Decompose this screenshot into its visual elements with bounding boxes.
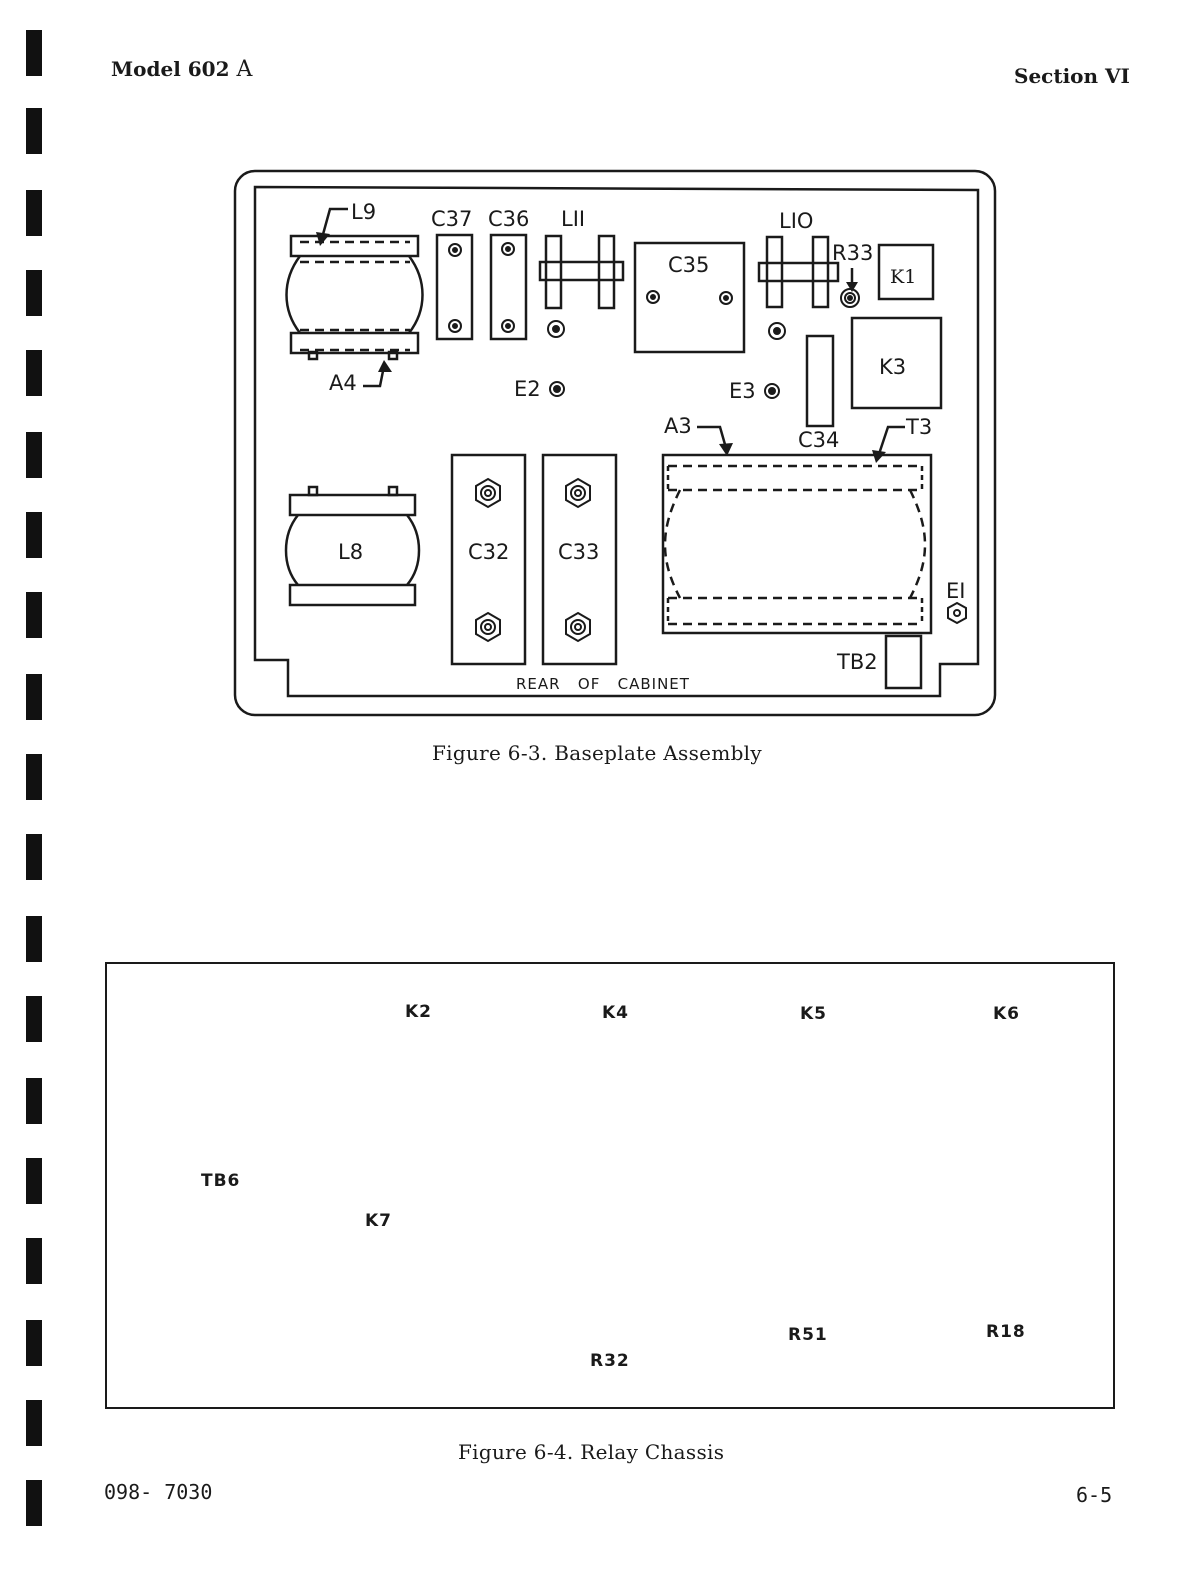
figure-6-3-caption: Figure 6-3. Baseplate Assembly bbox=[432, 741, 762, 765]
capacitor-c36 bbox=[489, 233, 528, 341]
choke-l9 bbox=[285, 234, 424, 361]
relay-k3 bbox=[850, 316, 943, 410]
binding-mark bbox=[26, 1480, 42, 1526]
label-l8: L8 bbox=[338, 540, 363, 564]
arrow-heads bbox=[316, 232, 886, 463]
binding-mark bbox=[26, 996, 42, 1042]
label-l9: L9 bbox=[351, 200, 376, 224]
screw-terminals bbox=[448, 242, 967, 643]
figure-6-4-caption: Figure 6-4. Relay Chassis bbox=[458, 1440, 725, 1464]
binding-mark bbox=[26, 1400, 42, 1446]
model-heading: Model 602 A bbox=[111, 57, 252, 82]
binding-mark bbox=[26, 1078, 42, 1124]
binding-mark bbox=[26, 108, 42, 154]
capacitor-c35 bbox=[633, 241, 746, 354]
binding-mark bbox=[26, 432, 42, 478]
baseplate-frame-outer bbox=[233, 169, 997, 717]
section-heading: Section VI bbox=[1014, 64, 1130, 88]
label-tb6: TB6 bbox=[201, 1171, 240, 1191]
inductor-l11 bbox=[538, 234, 625, 310]
binding-mark bbox=[26, 350, 42, 396]
document-number: 098- 7030 bbox=[104, 1480, 213, 1504]
binding-mark bbox=[26, 190, 42, 236]
label-k3: K3 bbox=[879, 355, 906, 379]
label-a4: A4 bbox=[329, 371, 357, 395]
label-e3: E3 bbox=[729, 379, 756, 403]
binding-mark bbox=[26, 916, 42, 962]
relay-chassis-diagram: K2 K4 K5 K6 TB6 K7 R51 R18 R32 bbox=[105, 962, 1115, 1409]
label-c37: C37 bbox=[431, 207, 472, 231]
binding-mark bbox=[26, 1238, 42, 1284]
label-rear-of-cabinet: REAR OF CABINET bbox=[516, 675, 690, 693]
transformer-t3 bbox=[661, 453, 933, 635]
label-l10: LIO bbox=[779, 209, 813, 233]
binding-mark bbox=[26, 1158, 42, 1204]
capacitor-c32 bbox=[450, 453, 527, 666]
binding-mark bbox=[26, 674, 42, 720]
baseplate-frame-inner bbox=[253, 185, 980, 698]
binding-mark bbox=[26, 512, 42, 558]
inductor-l10 bbox=[757, 235, 840, 309]
relay-k1 bbox=[877, 243, 935, 301]
model-number: Model 602 bbox=[111, 57, 230, 81]
label-k6: K6 bbox=[993, 1004, 1020, 1024]
label-k5: K5 bbox=[800, 1004, 827, 1024]
label-k2: K2 bbox=[405, 1002, 432, 1022]
label-t3: T3 bbox=[905, 415, 932, 439]
label-c34: C34 bbox=[798, 428, 839, 452]
label-r51: R51 bbox=[788, 1325, 828, 1345]
label-k4: K4 bbox=[602, 1003, 629, 1023]
label-l11: LII bbox=[561, 207, 585, 231]
capacitor-c37 bbox=[435, 233, 474, 341]
terminal-board-tb2 bbox=[884, 634, 923, 690]
label-k7: K7 bbox=[365, 1211, 392, 1231]
label-tb2: TB2 bbox=[836, 650, 878, 674]
choke-l8 bbox=[284, 485, 421, 607]
binding-mark bbox=[26, 1320, 42, 1366]
binding-mark bbox=[26, 30, 42, 76]
label-r18: R18 bbox=[986, 1322, 1026, 1342]
binding-mark bbox=[26, 834, 42, 880]
leader-arrows bbox=[320, 207, 905, 458]
capacitor-c34 bbox=[805, 334, 835, 428]
baseplate-assembly-diagram: L9 C37 C36 LII C35 LIO R33 K1 K3 A4 E2 E… bbox=[233, 169, 997, 717]
model-suffix: A bbox=[236, 57, 253, 82]
label-r33: R33 bbox=[832, 241, 873, 265]
label-k1: K1 bbox=[890, 266, 916, 288]
label-c33: C33 bbox=[558, 540, 599, 564]
binding-mark bbox=[26, 754, 42, 800]
label-c36: C36 bbox=[488, 207, 529, 231]
label-a3: A3 bbox=[664, 414, 692, 438]
binding-mark bbox=[26, 592, 42, 638]
label-r32: R32 bbox=[590, 1351, 630, 1371]
capacitor-c33 bbox=[541, 453, 618, 666]
label-e1: EI bbox=[946, 579, 965, 603]
label-c32: C32 bbox=[468, 540, 509, 564]
label-c35: C35 bbox=[668, 253, 709, 277]
relay-chassis-frame bbox=[105, 962, 1115, 1409]
binding-mark bbox=[26, 270, 42, 316]
label-e2: E2 bbox=[514, 377, 541, 401]
page-number: 6-5 bbox=[1076, 1483, 1113, 1507]
